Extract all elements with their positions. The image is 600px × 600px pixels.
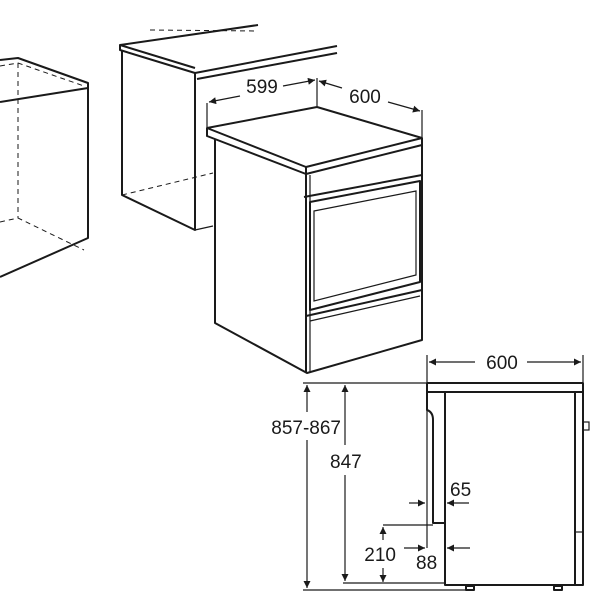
upper-gap-label: 65 bbox=[450, 480, 471, 501]
cooktop-surface bbox=[206, 106, 423, 168]
height-label: 847 bbox=[330, 452, 362, 473]
height-range-label: 857-867 bbox=[271, 418, 341, 439]
control-panel-edge bbox=[303, 174, 423, 198]
back-panel bbox=[426, 392, 445, 524]
door-handle bbox=[582, 421, 590, 431]
cooker-perspective bbox=[206, 106, 423, 374]
perspective-dimensions: 599 600 bbox=[206, 77, 423, 137]
recess-height-label: 210 bbox=[364, 545, 396, 566]
oven-door bbox=[309, 180, 421, 311]
side-view-dimensions: 600 857-867 847 210 65 88 bbox=[271, 353, 584, 591]
drawer-edge bbox=[305, 289, 423, 317]
side-worktop bbox=[426, 382, 584, 393]
rear-foot bbox=[465, 585, 475, 591]
oven-window bbox=[313, 190, 417, 302]
side-depth-label: 600 bbox=[486, 353, 518, 374]
front-foot bbox=[553, 585, 563, 591]
middle-cabinet bbox=[119, 24, 338, 231]
depth-label: 600 bbox=[349, 87, 381, 108]
width-label: 599 bbox=[246, 77, 278, 98]
left-cabinet bbox=[0, 57, 89, 278]
lower-gap-label: 88 bbox=[416, 553, 437, 574]
front-door-profile bbox=[574, 391, 584, 586]
